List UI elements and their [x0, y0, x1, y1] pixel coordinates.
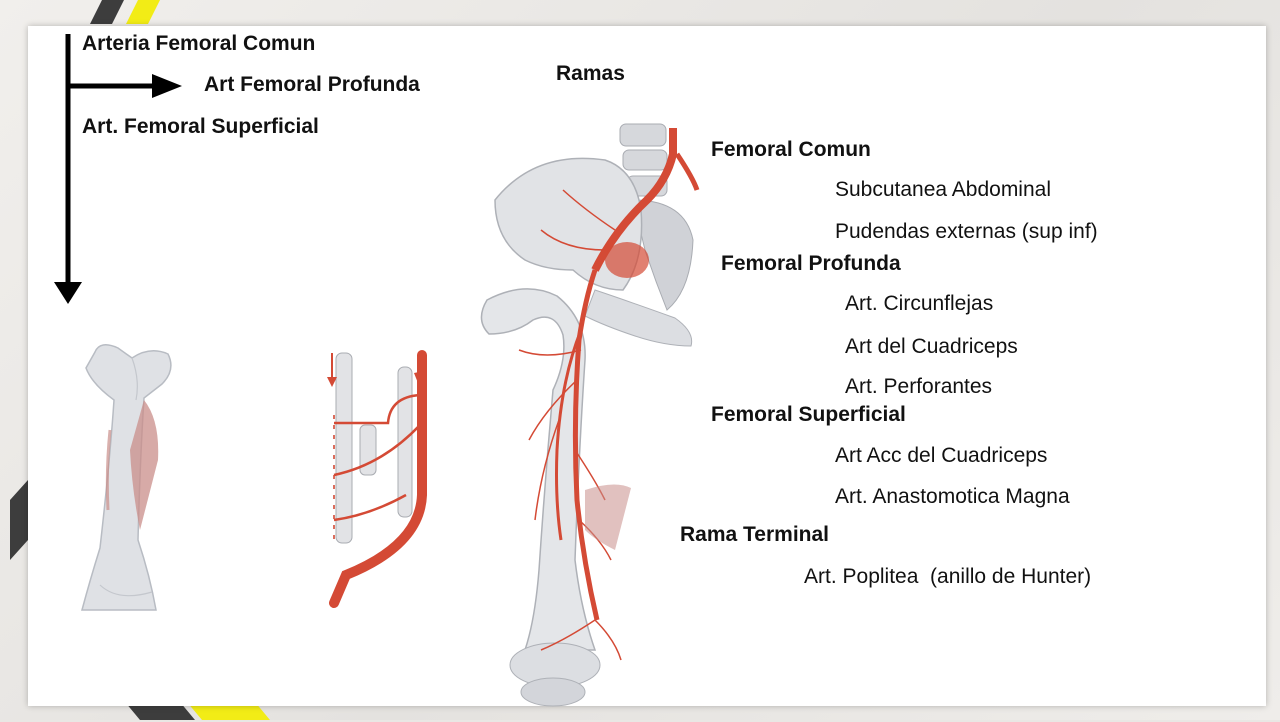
comun-item-1: Subcutanea Abdominal — [835, 178, 1051, 201]
femoral-superficial-title: Femoral Superficial — [711, 403, 906, 426]
schematic-artery-diagram — [327, 350, 427, 608]
femoral-comun-title: Femoral Comun — [711, 138, 871, 161]
superficial-item-1: Art Acc del Cuadriceps — [835, 444, 1048, 467]
left-edge-decoration — [10, 480, 28, 560]
flow-deep-label: Art Femoral Profunda — [204, 73, 420, 96]
flow-common-label: Arteria Femoral Comun — [82, 32, 316, 55]
lumbar-spine — [619, 123, 668, 197]
top-corner-decoration — [90, 0, 160, 24]
vertical-arrow-head — [54, 282, 82, 304]
rama-terminal-title: Rama Terminal — [680, 523, 829, 546]
terminal-item-1: Art. Poplitea (anillo de Hunter) — [804, 565, 1092, 588]
superficial-item-2: Art. Anastomotica Magna — [835, 485, 1070, 508]
profunda-item-3: Art. Perforantes — [845, 375, 993, 398]
femoral-profunda-title: Femoral Profunda — [721, 252, 901, 275]
femur-illustration-left — [81, 344, 172, 611]
comun-item-2: Pudendas externas (sup inf) — [835, 220, 1098, 243]
pelvis-femur-arteries-illustration — [480, 123, 700, 707]
bottom-corner-decoration — [125, 702, 270, 720]
adductor-muscle — [130, 400, 159, 530]
profunda-item-1: Art. Circunflejas — [845, 292, 994, 315]
profunda-item-2: Art del Cuadriceps — [845, 335, 1018, 358]
flow-superficial-label: Art. Femoral Superficial — [82, 115, 319, 138]
ramas-heading: Ramas — [556, 62, 625, 85]
horizontal-arrow-head — [152, 74, 182, 98]
